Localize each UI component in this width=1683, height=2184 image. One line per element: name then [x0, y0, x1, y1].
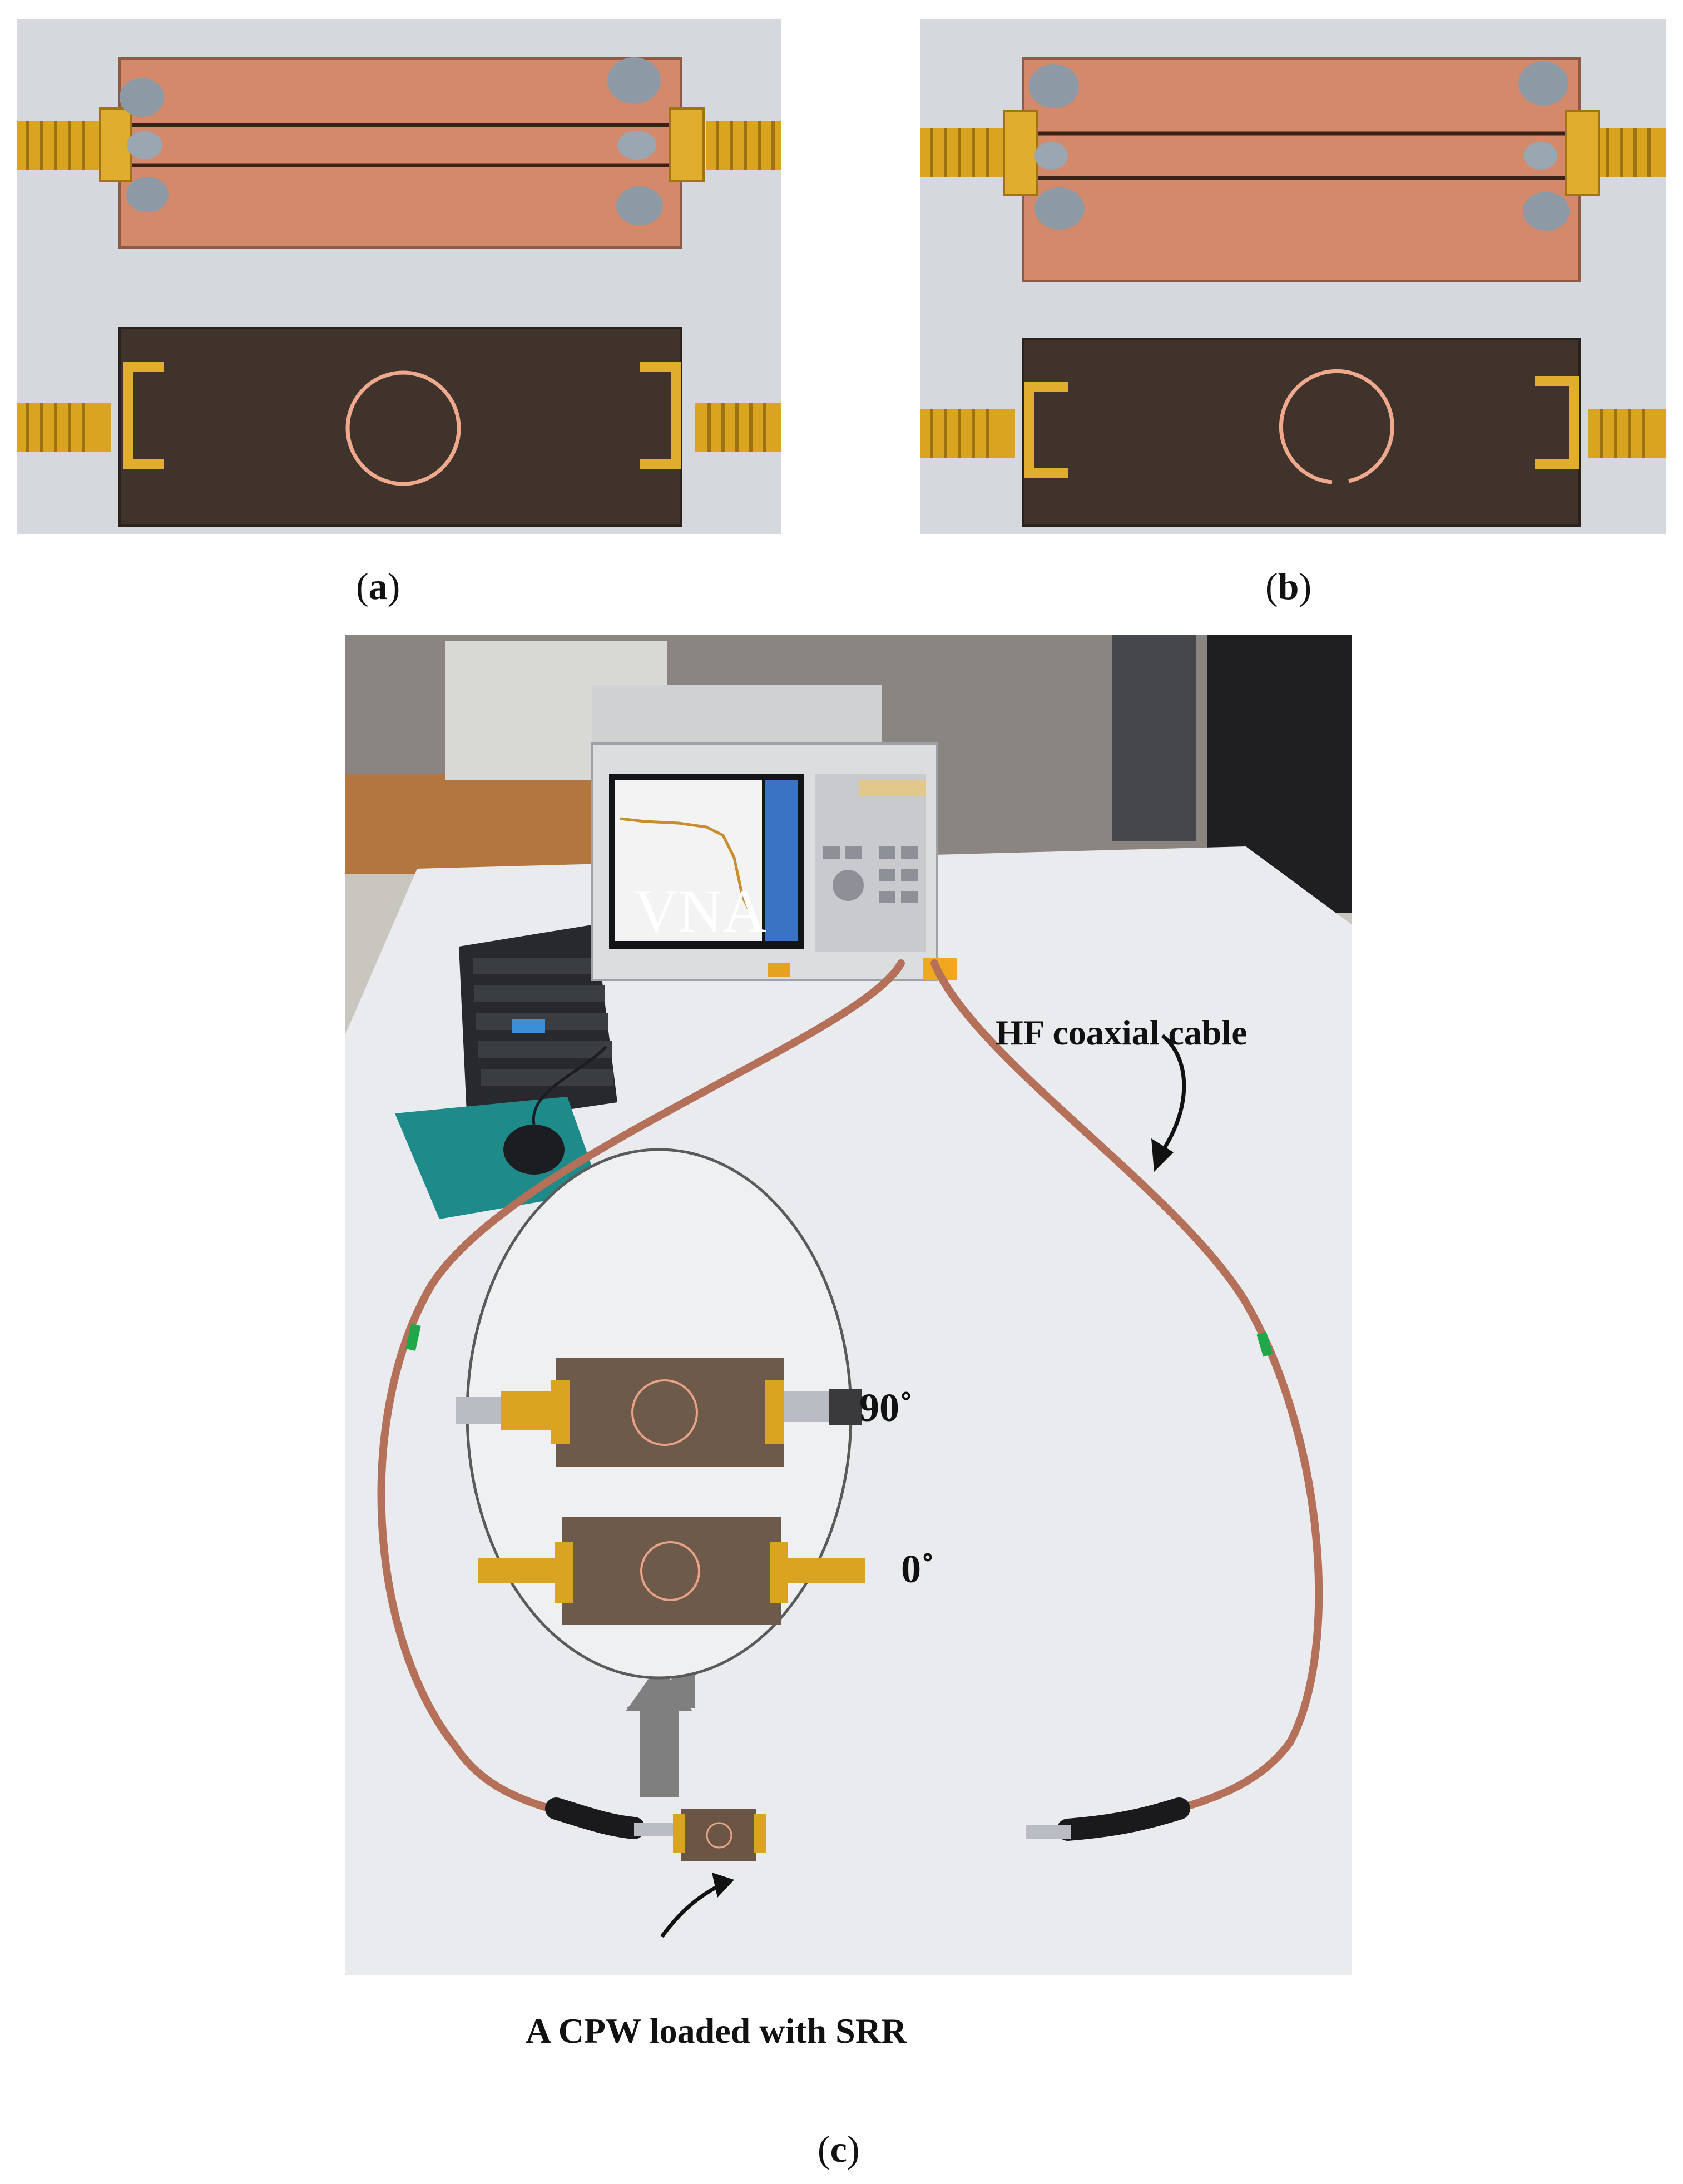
photo-cpw-srr-b	[920, 19, 1666, 534]
photo-measurement-setup	[345, 635, 1352, 1975]
coaxial-cable-label: HF coaxial cable	[996, 1013, 1248, 1052]
dut-label: A CPW loaded with SRR	[526, 2011, 907, 2051]
photo-panel-b	[920, 19, 1666, 534]
caption-b: (b)	[1265, 565, 1312, 607]
angle-0-label: 0˚	[901, 1547, 934, 1591]
photo-cpw-srr-a	[17, 19, 781, 534]
photo-panel-c	[345, 635, 1352, 1975]
photo-panel-a	[17, 19, 781, 534]
caption-c: (c)	[818, 2128, 860, 2170]
angle-90-label: 90˚	[859, 1385, 913, 1430]
vna-label: VNA	[634, 877, 767, 945]
caption-a: (a)	[356, 565, 400, 607]
